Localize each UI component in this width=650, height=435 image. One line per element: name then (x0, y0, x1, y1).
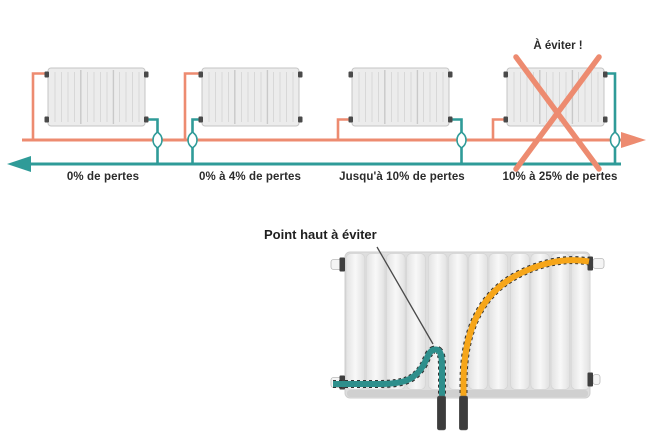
supply-riser-3 (336, 118, 353, 142)
high-point-annotation: Point haut à éviter (264, 227, 377, 242)
crossing-bump-icon (187, 131, 198, 149)
supply-riser-2 (183, 72, 199, 142)
radiator-1 (43, 67, 150, 127)
annotation-leader-line (376, 246, 434, 345)
return-drop-2 (191, 118, 199, 164)
cross-x-icon (513, 54, 602, 172)
crossing-bump-icon (609, 131, 621, 149)
stub-bottom-right (592, 374, 601, 385)
stub-top-right (592, 258, 605, 269)
radiator-3 (347, 67, 454, 127)
loss-label-1: 0% de pertes (66, 171, 140, 183)
loss-label-2: 0% à 4% de pertes (198, 171, 302, 183)
crossing-bump-icon (456, 131, 467, 149)
stub-cap-icon (339, 257, 345, 272)
loss-label-4: 10% à 25% de pertes (502, 171, 618, 183)
supply-riser-1 (31, 72, 45, 142)
arrow-right-icon (621, 132, 646, 148)
crossing-bump-icon (152, 131, 163, 149)
supply-pipe-network (22, 72, 621, 142)
loss-label-3: Jusqu'à 10% de pertes (339, 171, 465, 183)
floor-pipes (436, 395, 468, 431)
arrow-left-icon (7, 156, 31, 172)
stub-cap-icon (587, 372, 593, 387)
radiator-2 (197, 67, 304, 127)
radiator-large (344, 251, 591, 399)
return-drop-1 (147, 118, 159, 164)
floor-pipe-return (436, 395, 446, 431)
warning-label: À éviter ! (533, 40, 583, 52)
supply-riser-4 (491, 118, 508, 142)
floor-pipe-supply (458, 395, 468, 431)
return-drop-3 (451, 118, 463, 164)
